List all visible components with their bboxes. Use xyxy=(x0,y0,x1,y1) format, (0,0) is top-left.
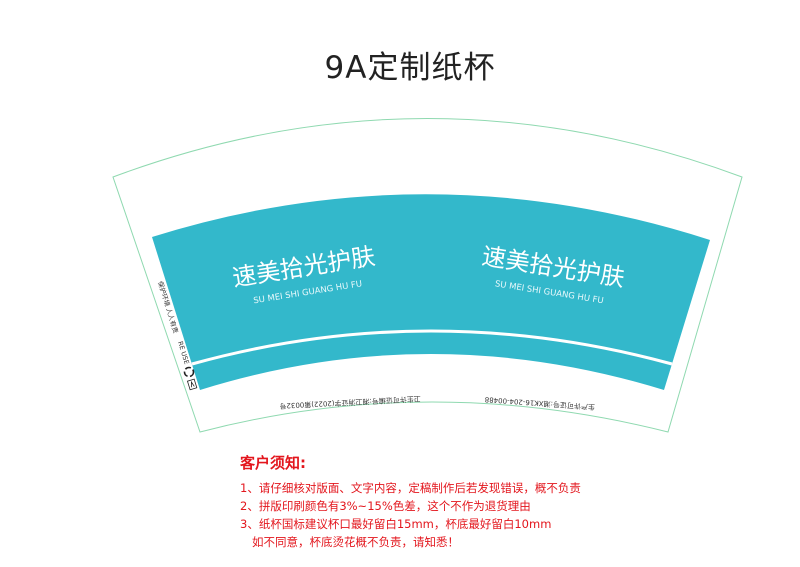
notice-line: 2、拼版印刷颜色有3%~15%色差，这个不作为退货理由 xyxy=(240,499,531,513)
notice-line: 如不同意，杯底烫花概不负责，请知悉！ xyxy=(252,535,459,549)
band-stripe xyxy=(191,329,673,366)
notice-line: 1、请仔细核对版面、文字内容，定稿制作后若发现错误，概不负责 xyxy=(240,481,581,495)
trash-bin-icon xyxy=(186,378,198,391)
notice-line: 3、纸杯国标建议杯口最好留白15mm，杯底最好留白10mm xyxy=(240,517,552,531)
customer-notice: 客户须知: 1、请仔细核对版面、文字内容，定稿制作后若发现错误，概不负责 2、拼… xyxy=(240,452,581,551)
recycle-icon xyxy=(183,366,195,378)
page-title: 9A定制纸杯 xyxy=(324,50,496,86)
notice-heading: 客户须知: xyxy=(240,454,306,472)
